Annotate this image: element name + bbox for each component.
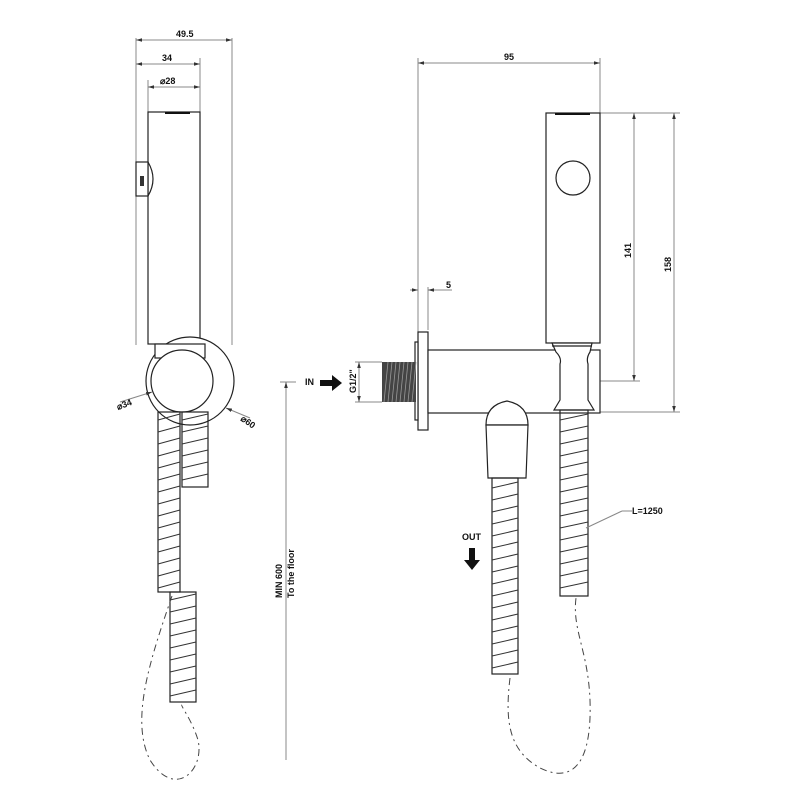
- dim-label-d28: ⌀28: [160, 76, 175, 86]
- hose-length-label: L=1250: [632, 506, 663, 516]
- dimension-overall-height: 158: [600, 113, 680, 413]
- front-view: 95 5 141 158: [305, 52, 680, 774]
- min-height-marker: MIN 600 To the floor: [274, 381, 296, 760]
- dimension-handle-width: 34: [136, 53, 200, 66]
- wall-bracket-inner: [150, 349, 214, 413]
- dimension-inlet-thread: G1/2": [348, 362, 361, 402]
- dim-label-5: 5: [446, 280, 451, 290]
- handset-body-side: [147, 111, 201, 345]
- dimension-bracket-inner: ⌀34: [115, 391, 153, 412]
- outlet-indicator: OUT: [462, 532, 482, 570]
- dimension-overall-projection: 95: [418, 52, 600, 65]
- hose-loop-dashed: [507, 597, 591, 774]
- outlet-connector: [485, 400, 529, 426]
- dimension-hose-length: L=1250: [585, 506, 663, 529]
- dim-label-d60: ⌀60: [239, 413, 257, 430]
- inlet-indicator: IN: [305, 375, 342, 391]
- wall-flange: [417, 331, 429, 431]
- handset-body-front: [545, 112, 601, 344]
- dim-label-141: 141: [623, 243, 633, 258]
- inlet-label: IN: [305, 377, 314, 387]
- trigger-button-front: [555, 160, 591, 196]
- handset-connector: [551, 342, 596, 411]
- dim-label-d34: ⌀34: [115, 397, 133, 412]
- handset-hose: [559, 409, 589, 597]
- dimension-handset-length: 141: [600, 113, 640, 382]
- dimension-head-diameter: ⌀28: [148, 76, 200, 89]
- to-floor-label: To the floor: [286, 549, 296, 598]
- dim-label-g12: G1/2": [348, 369, 358, 393]
- dim-label-49-5: 49.5: [176, 29, 194, 39]
- dimension-flange-thickness: 5: [410, 280, 452, 292]
- arrow-right-icon: [320, 375, 342, 391]
- dimension-bracket-outer: ⌀60: [225, 407, 257, 430]
- outlet-hose: [491, 477, 519, 675]
- min-height-label: MIN 600: [274, 564, 284, 598]
- arrow-down-icon: [464, 548, 480, 570]
- hose-side: [141, 411, 209, 780]
- dimension-overall-width: 49.5: [136, 29, 232, 42]
- dim-label-95: 95: [504, 52, 514, 62]
- outlet-label: OUT: [462, 532, 482, 542]
- dim-label-34: 34: [162, 53, 172, 63]
- dim-label-158: 158: [663, 257, 673, 272]
- side-view: 49.5 34 ⌀28 ⌀34 ⌀60: [115, 29, 257, 780]
